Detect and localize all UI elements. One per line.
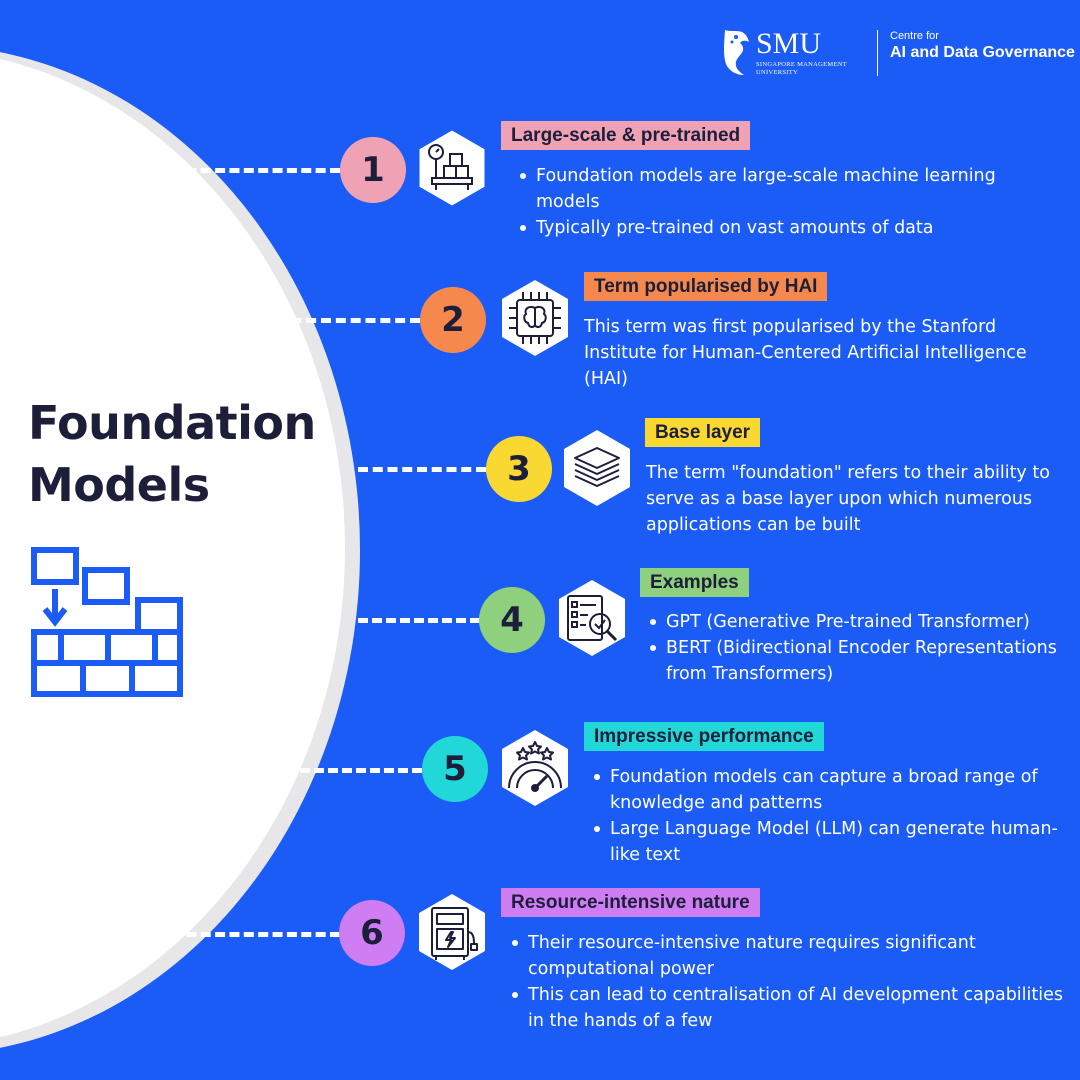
item-4-bullet-1: GPT (Generative Pre-trained Transformer) (650, 609, 1074, 635)
logo-university-line-1: SINGAPORE MANAGEMENT (756, 61, 848, 68)
checklist-magnifier-icon (552, 578, 632, 658)
connector-5 (300, 768, 422, 773)
item-number-2: 2 (420, 287, 486, 353)
item-6-bullet-2: This can lead to centralisation of AI de… (512, 982, 1066, 1034)
weighing-scale-boxes-icon (412, 128, 492, 208)
item-body-1: Foundation models are large-scale machin… (514, 163, 1054, 241)
item-body-5: Foundation models can capture a broad ra… (588, 764, 1058, 868)
item-body-4: GPT (Generative Pre-trained Transformer)… (644, 609, 1074, 687)
item-5-bullet-2: Large Language Model (LLM) can generate … (594, 816, 1058, 868)
item-number-5: 5 (422, 736, 488, 802)
lion-crest-icon (724, 30, 749, 75)
power-supply-icon (412, 892, 492, 972)
logo-university-name: SINGAPORE MANAGEMENT UNIVERSITY (756, 61, 847, 76)
connector-3 (358, 467, 486, 472)
connector-2 (232, 318, 420, 323)
logo-divider (877, 30, 878, 76)
item-number-1: 1 (340, 137, 406, 203)
smu-logo: SMU SINGAPORE MANAGEMENT UNIVERSITY Cent… (722, 27, 1075, 84)
logo-smu-text: SMU (756, 27, 822, 60)
item-heading-1: Large-scale & pre-trained (501, 121, 751, 150)
item-1-bullet-2: Typically pre-trained on vast amounts of… (520, 215, 1054, 241)
title-line-2: Models (28, 458, 210, 512)
item-heading-3: Base layer (645, 418, 761, 447)
item-number-6: 6 (339, 900, 405, 966)
logo-centre-for: Centre for (890, 30, 939, 42)
connector-4 (358, 618, 480, 623)
ai-brain-chip-icon (495, 278, 575, 358)
performance-gauge-stars-icon (495, 728, 575, 808)
item-body-2: This term was first popularised by the S… (584, 314, 1064, 392)
item-heading-6: Resource-intensive nature (501, 888, 760, 917)
layers-icon (557, 428, 637, 508)
building-blocks-icon (31, 547, 183, 697)
item-5-bullet-1: Foundation models can capture a broad ra… (594, 764, 1058, 816)
item-4-bullet-2: BERT (Bidirectional Encoder Representati… (650, 635, 1074, 687)
item-heading-5: Impressive performance (584, 722, 824, 751)
item-1-bullet-1: Foundation models are large-scale machin… (520, 163, 1054, 215)
page-title: Foundation Models (28, 392, 316, 516)
item-6-bullet-1: Their resource-intensive nature requires… (512, 930, 1066, 982)
logo-university-line-2: UNIVERSITY (756, 68, 798, 76)
item-heading-2: Term popularised by HAI (584, 272, 828, 301)
item-body-6: Their resource-intensive nature requires… (506, 930, 1066, 1034)
item-3-text: The term "foundation" refers to their ab… (646, 463, 1050, 535)
connector-1 (172, 168, 340, 173)
item-number-3: 3 (486, 436, 552, 502)
connector-6 (172, 932, 340, 937)
logo-centre-name: AI and Data Governance (890, 44, 1075, 61)
item-heading-4: Examples (640, 568, 749, 597)
item-number-4: 4 (479, 587, 545, 653)
item-body-3: The term "foundation" refers to their ab… (646, 460, 1066, 538)
item-2-text: This term was first popularised by the S… (584, 317, 1027, 389)
title-line-1: Foundation (28, 396, 316, 450)
